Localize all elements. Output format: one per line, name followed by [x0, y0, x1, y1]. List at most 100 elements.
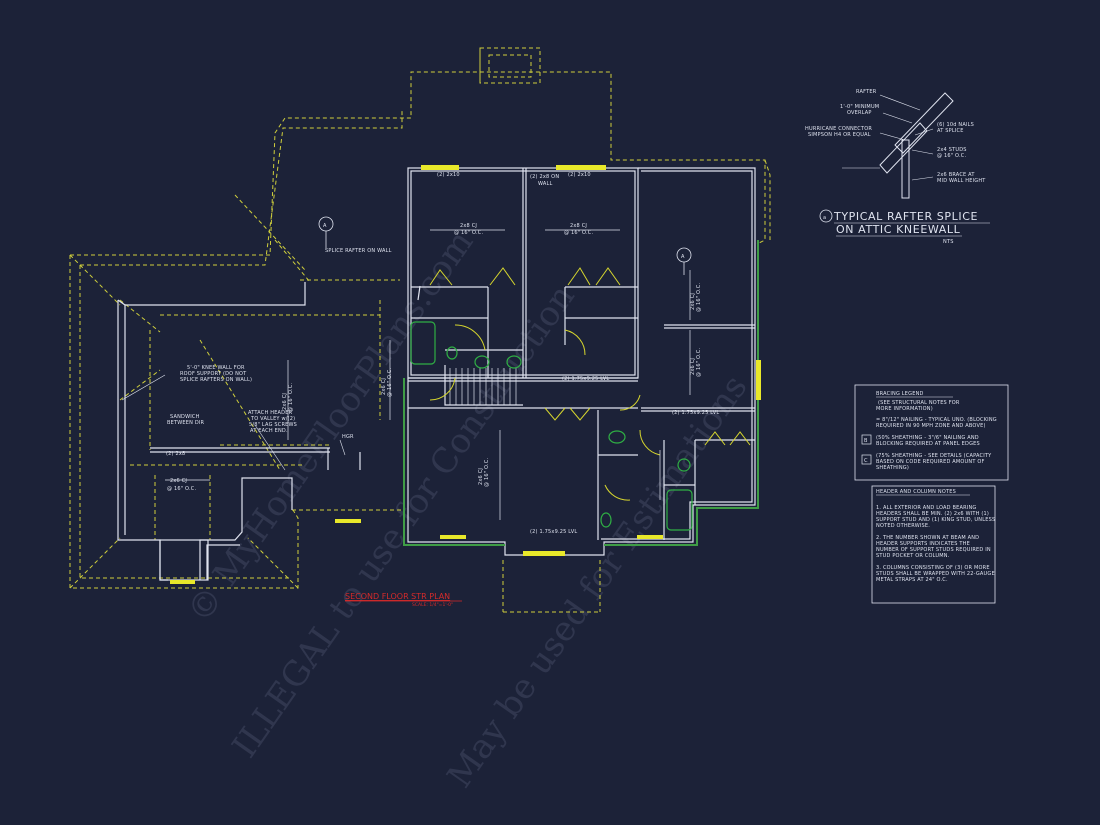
header-7 [523, 551, 565, 556]
label-mid-cj: 2x6 CJ [381, 378, 387, 395]
bracing-item-3-line-1: (75% SHEATHING - SEE DETAILS (CAPACITY [876, 453, 992, 459]
label-attach-3: 5/8" LAG SCREWS [249, 422, 297, 428]
detail-rafter-upper [894, 92, 954, 154]
bracing-item-2-line-2: BLOCKING REQUIRED AT PANEL EDGES [876, 441, 980, 447]
note-1-line-1: 1. ALL EXTERIOR AND LOAD BEARING [876, 505, 977, 511]
stairs [449, 368, 517, 405]
label-hgr: HGR [342, 434, 354, 440]
bifold-4 [704, 431, 751, 446]
bracing-legend-title: BRACING LEGEND [876, 391, 924, 397]
door-arc-1 [454, 324, 486, 351]
hip-5 [274, 239, 311, 283]
detail-rafter-lower [879, 122, 928, 174]
header-1 [421, 165, 459, 170]
detail-title-line-1: TYPICAL RAFTER SPLICE [833, 210, 978, 223]
header-8 [170, 580, 195, 584]
tub-2 [666, 489, 693, 531]
tub-1 [410, 321, 436, 365]
valley-2 [119, 369, 161, 401]
hip-3 [247, 537, 299, 589]
roof-northeast [764, 159, 771, 240]
bracing-item-1-line-2: REQUIRED IN 90 MPH ZONE AND ABOVE) [876, 423, 986, 429]
door-swings [429, 267, 751, 501]
label-west-oc: @ 16" O.C. [288, 383, 294, 412]
rafter-splice-detail: RAFTER 1'-0" MINIMUM OVERLAP HURRICANE C… [805, 89, 990, 245]
detail-stud [901, 139, 910, 199]
headers [170, 165, 761, 584]
header-3 [756, 360, 761, 400]
label-knee-wall-1: 5'-0" KNEE WALL FOR [187, 365, 245, 371]
plan-labels: SPLICE RAFTER ON WALL 5'-0" KNEE WALL FO… [166, 172, 719, 535]
roof-inner-north [80, 110, 403, 266]
label-2x6-cj: 2x6 CJ [170, 478, 187, 484]
label-lvl-a: (2) 1.75x9.25 LVL [562, 376, 609, 382]
joist-arrows [165, 229, 691, 520]
door-arc-3 [619, 394, 641, 411]
detail-title-letter: a [823, 215, 826, 221]
label-2x8-wall-2: WALL [538, 181, 552, 187]
door-frame [417, 285, 421, 301]
bracing-subtitle-2: MORE INFORMATION) [876, 406, 933, 412]
label-knee-wall-2: ROOF SUPPORT (DO NOT [180, 371, 247, 377]
section-markers [318, 216, 692, 275]
watermark-line-1: © MyHomeFloorPlans.com [180, 223, 482, 630]
label-header-2x10-b: (2) 2x10 [568, 172, 591, 178]
hip-1 [69, 254, 121, 306]
roof-outline [69, 47, 771, 613]
label-west-cj: 2x6 CJ [282, 393, 288, 410]
hatched-walls [403, 240, 759, 546]
label-splice-rafter: SPLICE RAFTER ON WALL [325, 248, 392, 254]
detail-hurricane-2: SIMPSON H4 OR EQUAL [808, 132, 871, 138]
detail-hurricane-1: HURRICANE CONNECTOR [805, 126, 872, 132]
label-cj-a-1: 2x8 CJ [460, 223, 477, 229]
valley-3 [199, 339, 281, 471]
label-east-oc-2: @ 16" O.C. [696, 348, 702, 377]
note-1-line-3: SUPPORT STUD AND (1) KING STUD, UNLESS [876, 517, 995, 523]
wall-west-top [117, 282, 306, 306]
detail-title-circle [819, 209, 833, 223]
bracing-legend: BRACING LEGEND (SEE STRUCTURAL NOTES FOR… [854, 384, 1009, 481]
note-2-line-4: STUD POCKET OR COLUMN. [876, 553, 950, 559]
label-attach-1: ATTACH HEADER [248, 410, 293, 416]
label-header-2x10-a: (2) 2x10 [437, 172, 460, 178]
label-attach-4: AT EACH END. [250, 428, 288, 434]
label-attach-2: TO VALLEY w/(2) [250, 416, 295, 422]
label-knee-wall-3: SPLICE RAFTERS ON WALL) [180, 377, 252, 383]
header-6 [637, 535, 663, 539]
header-notes: HEADER AND COLUMN NOTES 1. ALL EXTERIOR … [871, 485, 996, 604]
label-lvl-c: (2) 1.75x9.25 LVL [530, 529, 577, 535]
label-2x8-wall-1: (2) 2x8 ON [530, 174, 559, 180]
header-notes-box [871, 485, 996, 604]
label-cj-b-2: @ 16" O.C. [564, 230, 593, 236]
toilet-1 [446, 346, 458, 360]
hip-2 [69, 537, 121, 589]
label-mid-oc: @ 16" O.C. [387, 368, 393, 397]
label-east-cj-1: 2x6 CJ [690, 293, 696, 310]
label-2x6-oc: @ 16" O.C. [167, 486, 196, 492]
bracing-item-2-line-1: (50% SHEATHING - 3"/6" NAILING AND [876, 435, 979, 441]
walls [117, 167, 756, 581]
detail-brace-1: 2x6 BRACE AT [937, 172, 975, 178]
label-east-cj-2: 2x6 CJ [690, 358, 696, 375]
label-cj-b-1: 2x8 CJ [570, 223, 587, 229]
label-east-oc-1: @ 16" O.C. [696, 283, 702, 312]
note-3-line-1: 3. COLUMNS CONSISTING OF (3) OR MORE [876, 565, 990, 571]
roof-dormer [479, 47, 541, 84]
bracing-item-1-line-1: = 8"/12" NAILING - TYPICAL UNO. (BLOCKIN… [876, 417, 997, 423]
label-cj-a-2: @ 16" O.C. [454, 230, 483, 236]
note-3-line-2: STUDS SHALL BE WRAPPED WITH 22-GAUGE [876, 571, 995, 577]
door-arc-6 [429, 377, 456, 401]
wall-porch-inner [206, 544, 240, 580]
detail-nts: NTS [943, 239, 954, 245]
fixtures [410, 321, 693, 531]
hip-4 [234, 194, 306, 271]
sink-2 [506, 355, 522, 369]
east-outline [407, 167, 756, 556]
bracing-symbol-c-box [861, 454, 872, 465]
detail-overlap-1: 1'-0" MINIMUM [840, 104, 879, 110]
label-sandwich-1: SANDWICH [170, 414, 200, 420]
note-2-line-1: 2. THE NUMBER SHOWN AT BEAM AND [876, 535, 979, 541]
detail-rafter: RAFTER [856, 89, 877, 95]
header-5 [440, 535, 466, 539]
plan-title: SECOND FLOOR STR PLAN [345, 592, 450, 601]
